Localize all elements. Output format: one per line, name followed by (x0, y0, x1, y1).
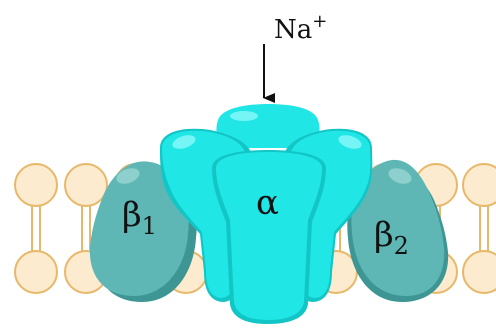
alpha-center-lobe (216, 152, 322, 320)
beta2-body (351, 159, 445, 296)
beta1-subunit: β1 (89, 161, 197, 302)
ion-label: Na+ (274, 11, 327, 45)
beta2-highlight (388, 168, 412, 184)
lipid-head (64, 163, 108, 207)
beta1-subscript: 1 (142, 212, 157, 240)
alpha-highlight-right (338, 135, 362, 149)
lipid-head (462, 250, 496, 294)
phospholipid-icon (14, 163, 58, 294)
beta1-highlight (116, 168, 140, 184)
ion-charge: + (312, 11, 327, 32)
alpha-subunit: α (160, 104, 373, 324)
beta1-label: β1 (122, 195, 157, 240)
phospholipid-icon (462, 163, 496, 294)
sodium-ion-indicator: Na+ (263, 11, 327, 103)
lipid-head (14, 250, 58, 294)
beta2-label: β2 (374, 215, 409, 260)
beta1-body (89, 161, 189, 296)
lipid-head (462, 163, 496, 207)
beta2-subunit: β2 (347, 159, 449, 302)
alpha-label: α (256, 183, 279, 223)
alpha-highlight-left (172, 135, 196, 149)
lipid-head (14, 163, 58, 207)
beta2-subscript: 2 (394, 232, 409, 260)
alpha-highlight-top (230, 111, 258, 121)
